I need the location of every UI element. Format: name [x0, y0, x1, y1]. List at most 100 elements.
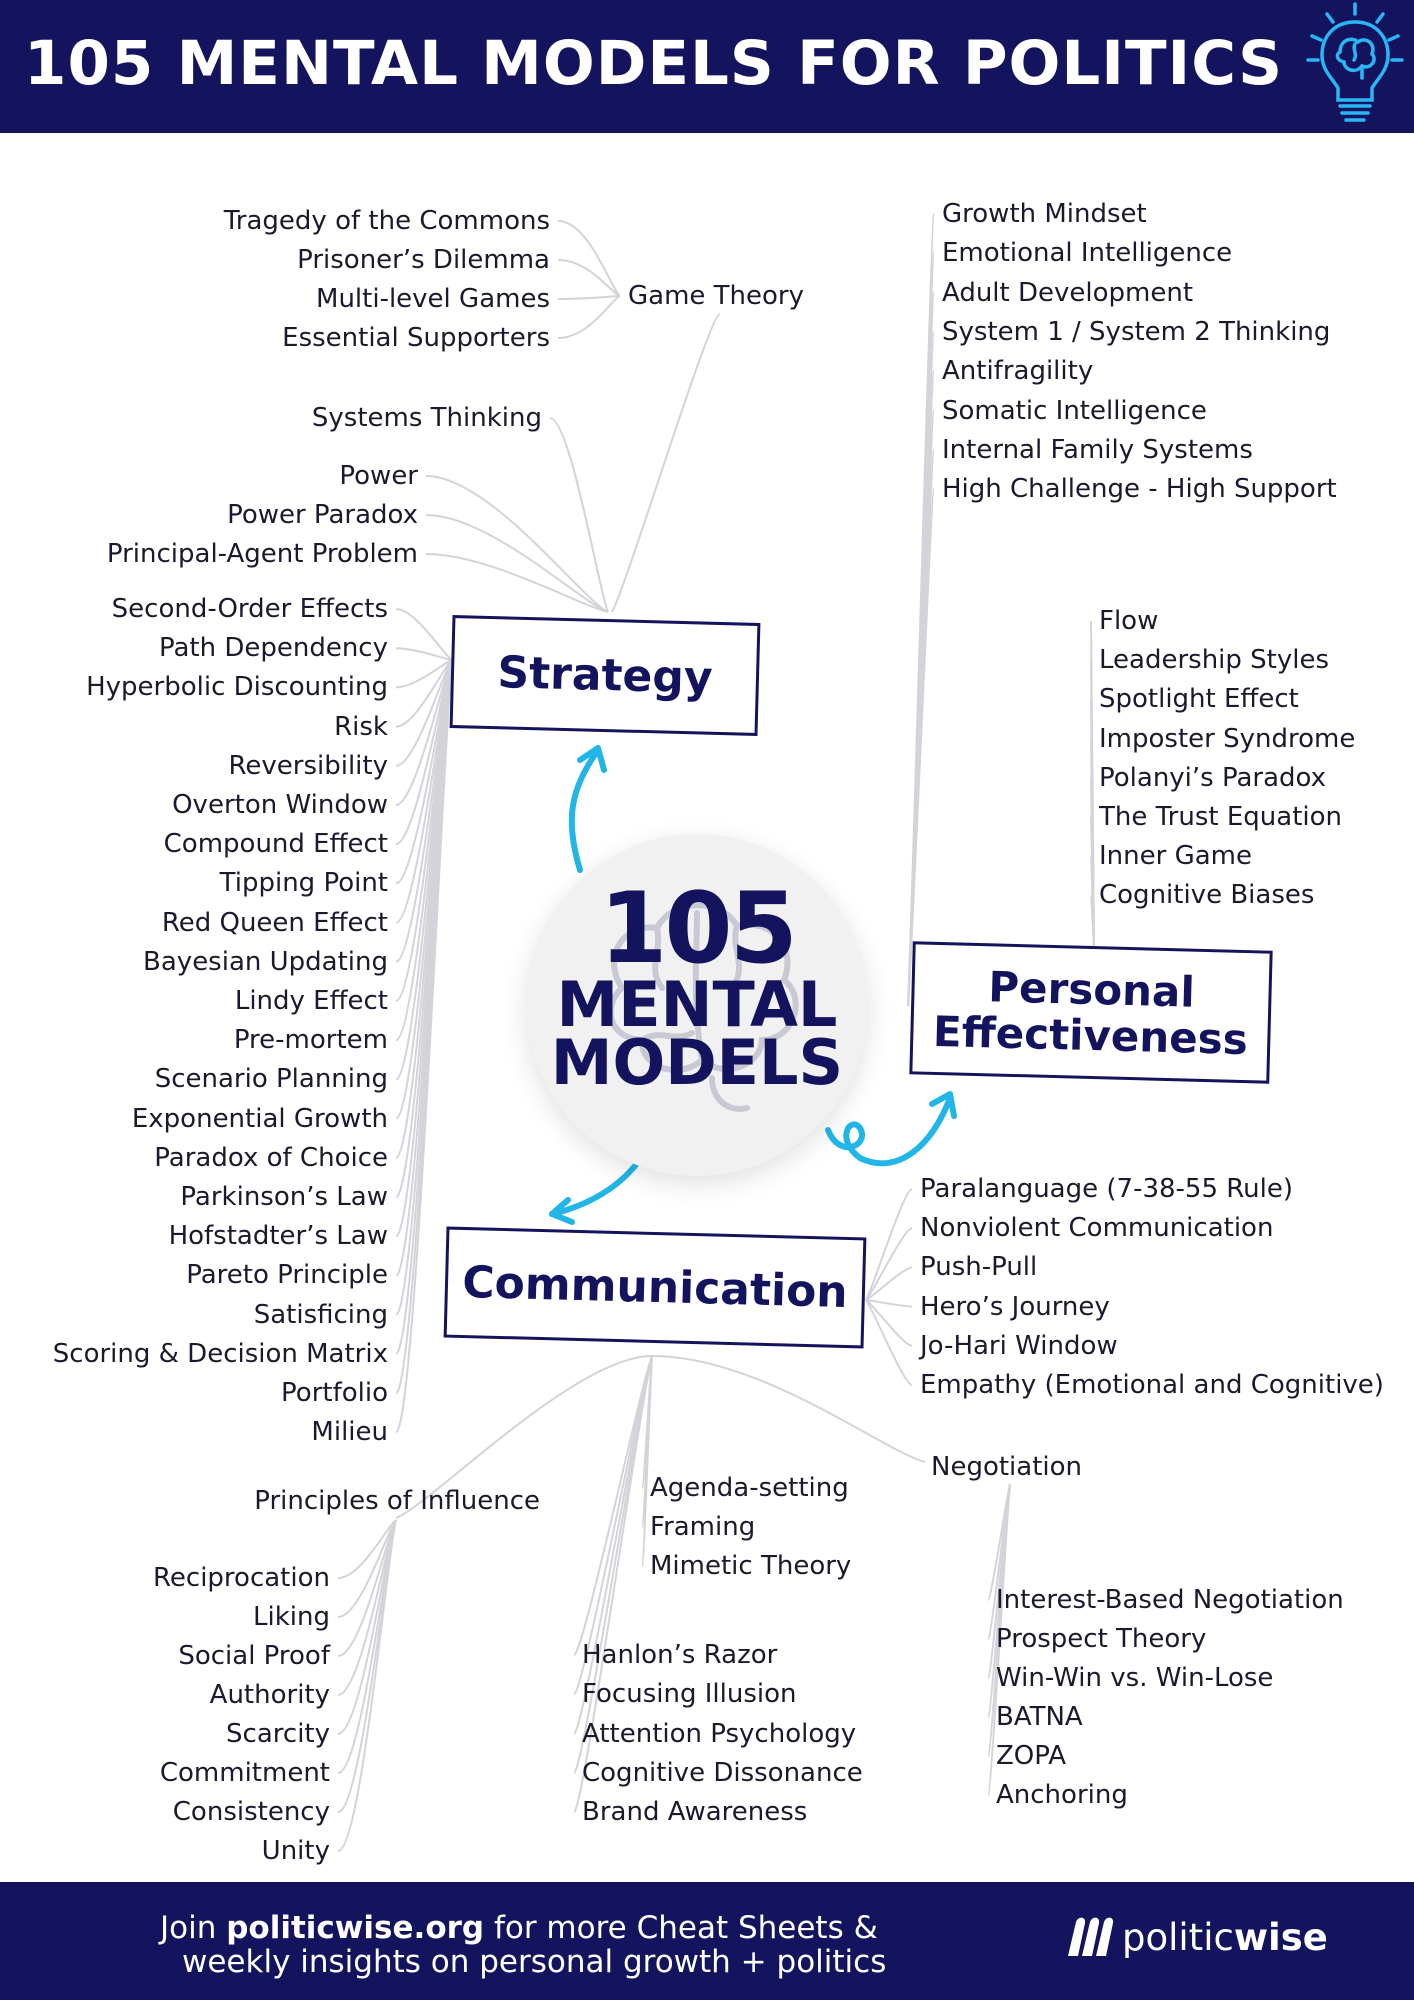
connector-line	[557, 295, 621, 300]
logo-text-prefix: politic	[1122, 1916, 1234, 1959]
strategy-game-theory-item: Tragedy of the Commons	[223, 206, 550, 236]
strategy-power-item: Power Paradox	[227, 500, 418, 530]
communication-model-item: Attention Psychology	[582, 1718, 857, 1749]
connector-line	[395, 647, 453, 661]
personal-model-item: Cognitive Biases	[1099, 880, 1315, 911]
connector-line	[337, 1519, 397, 1774]
page-title: 105 MENTAL MODELS FOR POLITICS	[24, 28, 1284, 99]
connector-line	[395, 659, 453, 885]
communication-influence-item: Authority	[209, 1680, 330, 1710]
connector-line	[395, 659, 453, 1042]
category-personal-effectiveness: Personal Effectiveness	[909, 941, 1273, 1084]
connector-line	[395, 659, 453, 1277]
personal-model-item: Spotlight Effect	[1099, 684, 1299, 715]
connector-line	[1090, 855, 1095, 947]
strategy-model-item: Overton Window	[172, 790, 388, 820]
connector-line	[395, 659, 453, 806]
connector-line	[865, 1266, 913, 1301]
connector-line	[395, 659, 453, 924]
logo-text-suffix: wise	[1233, 1916, 1328, 1959]
communication-influence-item: Commitment	[159, 1758, 330, 1788]
strategy-model-item: Scoring & Decision Matrix	[52, 1338, 388, 1369]
communication-model-item: Push-Pull	[920, 1252, 1038, 1283]
communication-influence-item: Reciprocation	[153, 1563, 330, 1593]
strategy-game-theory-item: Prisoner’s Dilemma	[297, 245, 550, 275]
strategy-model-item: Scenario Planning	[154, 1064, 388, 1095]
strategy-model-item: Parkinson’s Law	[180, 1182, 388, 1212]
connector-line	[395, 659, 453, 1159]
personal-model-item: Leadership Styles	[1099, 645, 1330, 676]
communication-model-item: Brand Awareness	[582, 1797, 808, 1828]
connector-line	[907, 488, 935, 1007]
connector-line	[395, 659, 453, 689]
arrowhead-icon	[929, 1091, 957, 1119]
connector-line	[395, 659, 453, 1316]
connector-line	[395, 659, 453, 1394]
connector-line	[1090, 894, 1095, 947]
connector-line	[337, 1519, 397, 1657]
connector-line	[395, 659, 453, 1355]
connector-line	[1090, 816, 1095, 947]
connector-line	[865, 1299, 913, 1308]
footer-join: Join	[160, 1910, 217, 1946]
footer-site-link[interactable]: politicwise.org	[226, 1910, 485, 1946]
communication-model-item: Jo-Hari Window	[920, 1330, 1118, 1361]
communication-model-item: Empathy (Emotional and Cognitive)	[920, 1370, 1384, 1400]
personal-model-item: Emotional Intelligence	[942, 238, 1233, 269]
flow-arrow	[549, 1159, 641, 1217]
strategy-model-item: Tipping Point	[219, 868, 388, 899]
strategy-power-item: Power	[339, 461, 418, 491]
category-communication-label: Communication	[461, 1256, 849, 1319]
connector-line	[395, 659, 453, 1238]
category-strategy-label: Strategy	[496, 647, 714, 704]
connector-line	[907, 448, 935, 1007]
center-line-mental: MENTAL	[556, 968, 838, 1041]
connector-line	[395, 659, 453, 1198]
strategy-systems-item: Systems Thinking	[311, 403, 542, 433]
center-badge: 105 MENTAL MODELS	[526, 834, 868, 1176]
connector-line	[651, 1355, 926, 1463]
header-banner: 105 MENTAL MODELS FOR POLITICS	[0, 0, 1414, 133]
connector-line	[907, 213, 935, 1007]
connector-line	[425, 514, 609, 613]
personal-model-item: Somatic Intelligence	[942, 395, 1207, 426]
strategy-model-item: Pre-mortem	[233, 1025, 388, 1056]
communication-negotiation-item: BATNA	[996, 1702, 1083, 1732]
communication-model-item: Hero’s Journey	[920, 1291, 1110, 1322]
strategy-power-item: Principal-Agent Problem	[106, 539, 418, 569]
connector-line	[611, 313, 721, 613]
connector-line	[337, 1519, 397, 1579]
strategy-model-item: Satisficing	[253, 1299, 388, 1330]
communication-negotiation-item: Win-Win vs. Win-Lose	[996, 1663, 1274, 1693]
connector-line	[865, 1299, 913, 1347]
connector-line	[1090, 659, 1095, 947]
personal-model-item: Imposter Syndrome	[1099, 723, 1356, 754]
communication-model-item: Mimetic Theory	[650, 1551, 852, 1581]
connector-line	[337, 1519, 397, 1735]
footer-line-1-rest: for more Cheat Sheets &	[493, 1910, 878, 1946]
strategy-game-theory-item: Multi-level Games	[316, 284, 550, 314]
strategy-model-item: Compound Effect	[163, 829, 388, 860]
communication-model-item: Agenda-setting	[650, 1473, 849, 1503]
footer-line-2: weekly insights on personal growth + pol…	[182, 1944, 887, 1980]
personal-model-item: The Trust Equation	[1099, 802, 1343, 832]
communication-negotiation-item: ZOPA	[996, 1741, 1067, 1771]
connector-line	[557, 220, 621, 297]
strategy-model-item: Milieu	[311, 1417, 388, 1448]
personal-model-item: System 1 / System 2 Thinking	[942, 316, 1331, 347]
communication-model-item: Cognitive Dissonance	[582, 1757, 863, 1788]
communication-influence-item: Social Proof	[178, 1641, 330, 1671]
connector-line	[549, 417, 609, 613]
politicwise-logo-icon	[1068, 1917, 1114, 1956]
communication-model-item: Paralanguage (7-38-55 Rule)	[920, 1174, 1294, 1204]
strategy-game-theory-hub: Game Theory	[628, 281, 805, 311]
flow-arrow	[825, 1095, 953, 1167]
personal-model-item: Polanyi’s Paradox	[1099, 762, 1327, 793]
connector-line	[337, 1519, 397, 1852]
category-personal-label-line2: Effectiveness	[932, 1006, 1249, 1064]
connector-line	[907, 330, 935, 1007]
personal-model-item: Antifragility	[942, 356, 1094, 387]
arrowhead-icon	[577, 745, 607, 773]
lightbulb-brain-icon	[1306, 2, 1404, 122]
brain-icon	[607, 902, 799, 1112]
